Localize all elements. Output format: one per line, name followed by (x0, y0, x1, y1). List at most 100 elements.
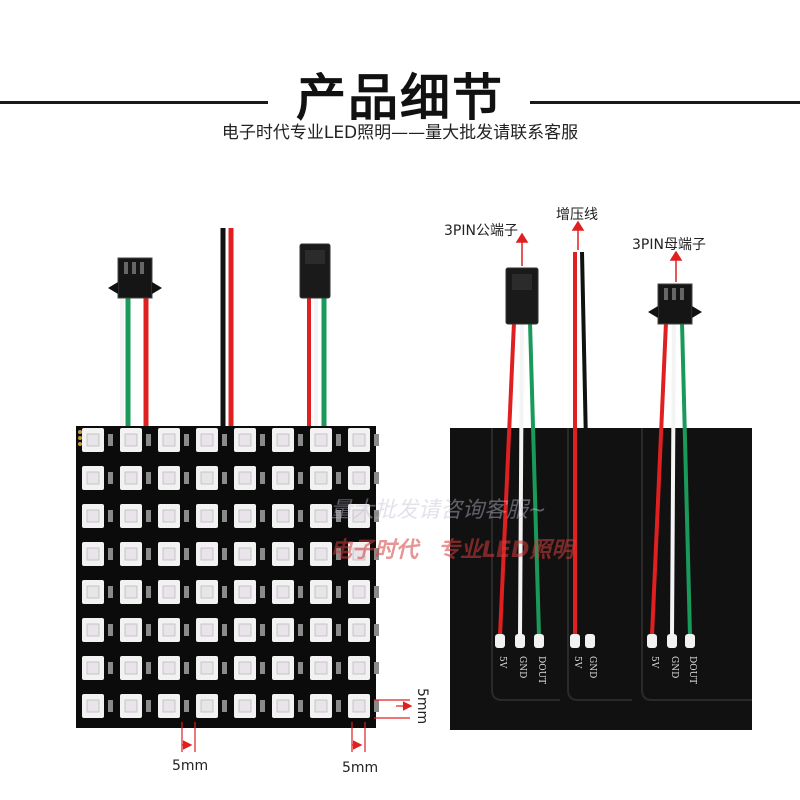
capacitor (184, 586, 189, 598)
capacitor (336, 624, 341, 636)
led-die (238, 547, 252, 561)
capacitor (336, 472, 341, 484)
capacitor (222, 434, 227, 446)
header-rule-right (530, 101, 800, 104)
led-die (314, 433, 328, 447)
led-die (238, 471, 252, 485)
led-die (314, 509, 328, 523)
pin-label-5v-2: 5V (572, 656, 582, 669)
led-die (86, 585, 100, 599)
dimension-bottom-left (181, 722, 196, 752)
led-die (352, 585, 366, 599)
capacitor (298, 586, 303, 598)
capacitor (108, 586, 113, 598)
capacitor (184, 510, 189, 522)
led-die (352, 623, 366, 637)
capacitor (184, 548, 189, 560)
label-female-connector: 3PIN母端子 (632, 237, 706, 253)
capacitor (222, 472, 227, 484)
left-wires (120, 228, 327, 428)
led-grid (82, 428, 379, 718)
capacitor (374, 434, 379, 446)
pin-label-gnd-3: GND (669, 656, 679, 678)
led-die (276, 585, 290, 599)
led-die (124, 547, 138, 561)
capacitor (108, 700, 113, 712)
capacitor (222, 700, 227, 712)
led-die (162, 547, 176, 561)
watermark-line-1: 量大批发请咨询客服~ (330, 498, 547, 523)
capacitor (298, 662, 303, 674)
capacitor (260, 624, 265, 636)
led-die (238, 509, 252, 523)
led-die (162, 623, 176, 637)
led-die (276, 623, 290, 637)
dimension-label-right: 5mm (414, 688, 430, 725)
capacitor (374, 700, 379, 712)
led-die (162, 585, 176, 599)
capacitor (374, 586, 379, 598)
callout-arrows (515, 220, 683, 282)
capacitor (260, 586, 265, 598)
left-female-connector (108, 257, 162, 299)
pin-label-gnd-1: GND (517, 656, 527, 678)
capacitor (336, 434, 341, 446)
led-die (124, 585, 138, 599)
capacitor (260, 700, 265, 712)
capacitor (184, 472, 189, 484)
led-die (352, 471, 366, 485)
capacitor (374, 510, 379, 522)
capacitor (336, 586, 341, 598)
led-die (200, 547, 214, 561)
pin-label-dout-3: DOUT (687, 656, 697, 684)
led-die (162, 471, 176, 485)
capacitor (184, 624, 189, 636)
led-die (86, 661, 100, 675)
capacitor (222, 586, 227, 598)
capacitor (374, 662, 379, 674)
led-die (162, 433, 176, 447)
capacitor (146, 434, 151, 446)
capacitor (298, 624, 303, 636)
led-die (276, 471, 290, 485)
dimension-label-bottom-left: 5mm (172, 758, 209, 774)
led-die (314, 699, 328, 713)
watermark-line-2: 电子时代专业LED照明 (330, 532, 593, 564)
page-subtitle: 电子时代专业LED照明——量大批发请联系客服 (221, 123, 579, 143)
pin-label-dout-1: DOUT (536, 656, 546, 684)
capacitor (146, 700, 151, 712)
led-die (314, 623, 328, 637)
capacitor (298, 510, 303, 522)
led-die (314, 585, 328, 599)
capacitor (108, 662, 113, 674)
led-die (200, 661, 214, 675)
led-die (124, 471, 138, 485)
capacitor (146, 586, 151, 598)
led-die (238, 661, 252, 675)
led-die (124, 509, 138, 523)
dimension-label-bottom-right: 5mm (342, 760, 379, 776)
led-die (276, 699, 290, 713)
capacitor (146, 624, 151, 636)
pin-label-5v-1: 5V (497, 656, 507, 669)
dimension-right (374, 699, 413, 719)
capacitor (222, 662, 227, 674)
led-die (124, 699, 138, 713)
watermark-tagline: 专业LED照明 (438, 538, 574, 563)
capacitor (336, 548, 341, 560)
led-die (162, 699, 176, 713)
header-rule-left (0, 101, 268, 104)
led-die (86, 509, 100, 523)
led-die (200, 623, 214, 637)
led-die (276, 509, 290, 523)
capacitor (374, 548, 379, 560)
capacitor (298, 700, 303, 712)
capacitor (260, 472, 265, 484)
capacitor (108, 510, 113, 522)
right-male-connector (505, 267, 539, 325)
capacitor (108, 548, 113, 560)
led-die (238, 433, 252, 447)
led-die (276, 547, 290, 561)
capacitor (146, 472, 151, 484)
